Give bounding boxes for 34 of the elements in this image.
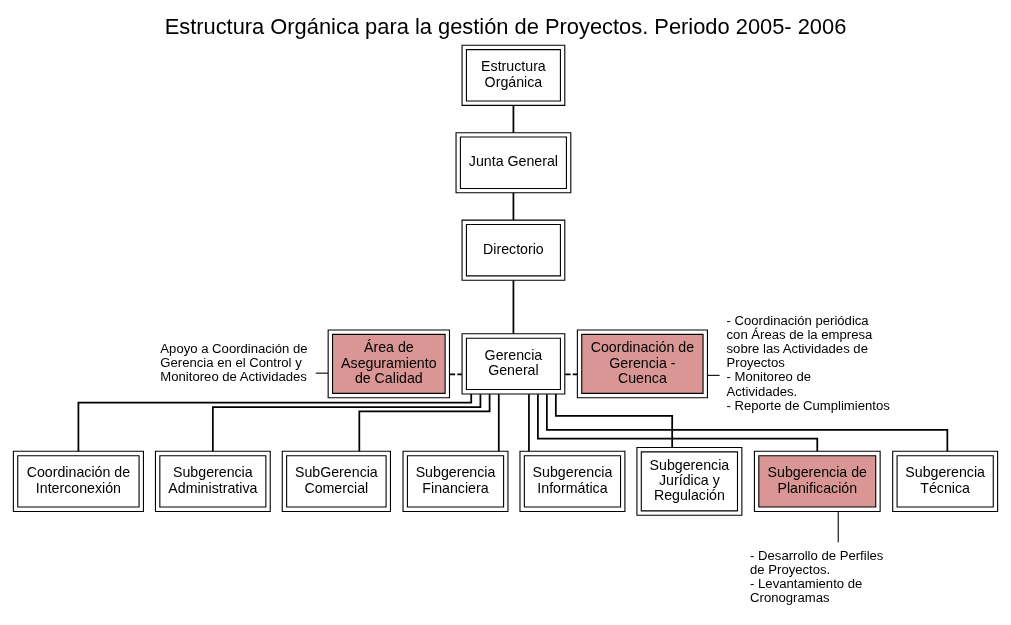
connector bbox=[358, 393, 491, 453]
node-text: Apoyo a Coordinación de Gerencia en el Control y Monitoreo de Actividades bbox=[160, 341, 308, 385]
connector bbox=[537, 393, 819, 453]
node-box: Coordinación de Gerencia - Cuenca bbox=[576, 329, 708, 399]
connector bbox=[512, 191, 515, 221]
node-box: Estructura Orgánica bbox=[461, 44, 566, 106]
connector bbox=[497, 393, 500, 453]
node-box: Área de Aseguramiento de Calidad bbox=[327, 329, 451, 399]
node-box: Gerencia General bbox=[461, 333, 566, 395]
node-box: Subgerencia Jurídica y Regulación bbox=[636, 446, 743, 516]
node-box: Directorio bbox=[461, 219, 566, 281]
connector bbox=[837, 511, 839, 543]
node-box: SubGerencia Comercial bbox=[281, 450, 391, 512]
node-box: Subgerencia Técnica bbox=[892, 450, 999, 512]
node-box: Subgerencia de Planificación bbox=[753, 450, 881, 512]
connector bbox=[546, 393, 949, 453]
node-box: Coordinación de Interconexión bbox=[12, 450, 144, 512]
connector bbox=[707, 374, 721, 376]
connector bbox=[528, 393, 530, 453]
connector bbox=[512, 279, 515, 335]
connector bbox=[512, 104, 515, 134]
connector bbox=[448, 373, 463, 376]
node-text: - Coordinación periódica con Áreas de la empresa sobre las Actividades de Proyectos - Monitoreo de Actividades. - Reporte de Cumplimientos bbox=[726, 312, 890, 413]
node-box: Subgerencia Informática bbox=[519, 450, 626, 512]
node-box: Subgerencia Administrativa bbox=[154, 450, 271, 512]
connector bbox=[554, 393, 674, 449]
node-box: Subgerencia Financiera bbox=[402, 450, 509, 512]
connector bbox=[315, 372, 329, 374]
connector bbox=[211, 393, 482, 452]
connector bbox=[564, 373, 578, 376]
diagram-title: Estructura Orgánica para la gestión de Proyectos. Periodo 2005- 2006 bbox=[164, 14, 847, 40]
node-box: Junta General bbox=[455, 132, 572, 194]
connector bbox=[77, 393, 473, 453]
node-text: - Desarrollo de Perfiles de Proyectos. - Levantamiento de Cronogramas bbox=[750, 547, 884, 606]
